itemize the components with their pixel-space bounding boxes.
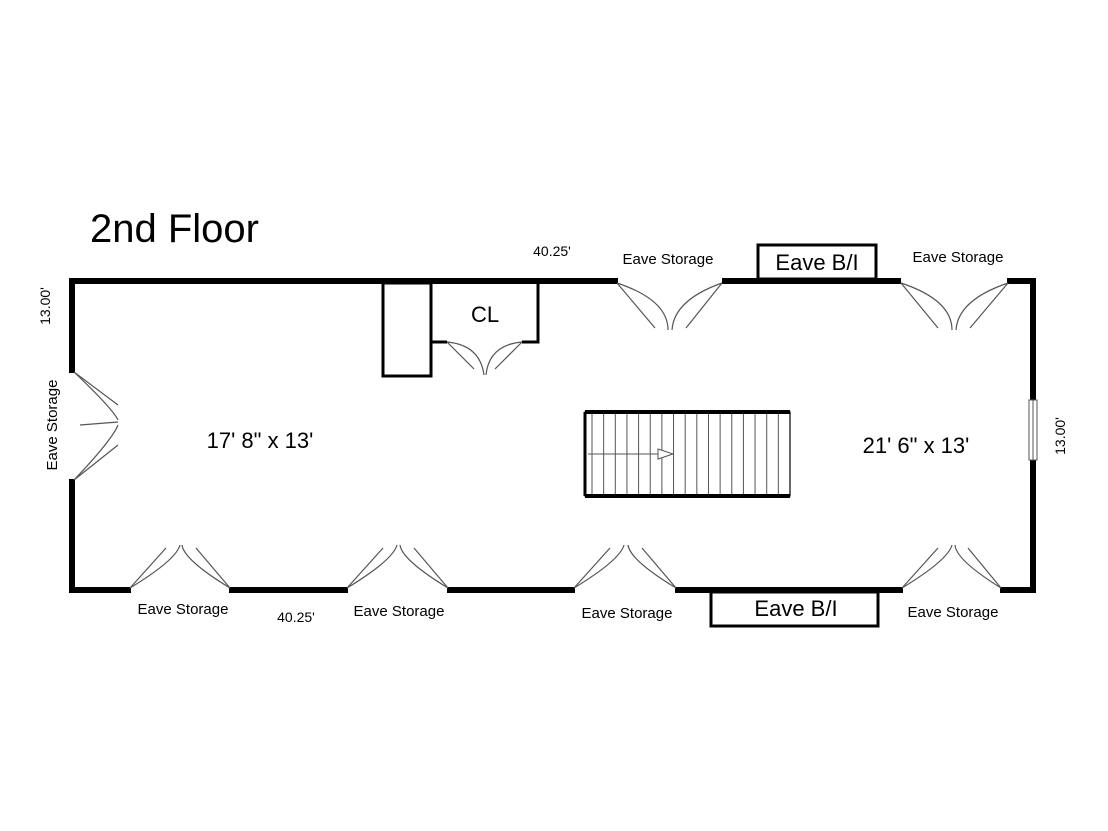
- right-window: [1028, 399, 1038, 461]
- bottom-eave-door-2: [346, 544, 449, 589]
- eave-bi-top: Eave B/I: [756, 243, 878, 281]
- dimension-top: 40.25': [533, 243, 571, 259]
- eave-bi-bottom-label: Eave B/I: [754, 596, 837, 621]
- bottom-eave-door-1: [129, 544, 231, 589]
- eave-bi-top-label: Eave B/I: [775, 250, 858, 275]
- bottom-eave-door-3: [573, 544, 677, 589]
- floor-title: 2nd Floor: [90, 207, 259, 251]
- left-eave-door: [73, 371, 119, 481]
- eave-storage-label-top-2: Eave Storage: [913, 249, 1004, 266]
- closet-structure: [381, 281, 540, 378]
- eave-storage-label-bottom-4: Eave Storage: [908, 604, 999, 621]
- eave-storage-label-bottom-3: Eave Storage: [582, 605, 673, 622]
- room-left-size: 17' 8" x 13': [207, 428, 314, 453]
- top-eave-door-1: [616, 282, 723, 331]
- eave-storage-label-left: Eave Storage: [44, 380, 61, 471]
- eave-storage-label-top-1: Eave Storage: [623, 251, 714, 268]
- closet-door: [446, 341, 523, 376]
- exterior-walls: [69, 278, 1036, 593]
- room-right-size: 21' 6" x 13': [863, 433, 970, 458]
- dimension-bottom: 40.25': [277, 609, 315, 625]
- closet-label: CL: [471, 302, 499, 327]
- dimension-left: 13.00': [37, 287, 53, 325]
- bottom-eave-door-4: [901, 544, 1002, 589]
- staircase: [583, 410, 791, 498]
- eave-storage-label-bottom-2: Eave Storage: [354, 603, 445, 620]
- top-eave-door-2: [900, 282, 1009, 331]
- eave-bi-bottom: Eave B/I: [709, 590, 880, 628]
- dimension-right: 13.00': [1052, 417, 1068, 455]
- eave-storage-label-bottom-1: Eave Storage: [138, 601, 229, 618]
